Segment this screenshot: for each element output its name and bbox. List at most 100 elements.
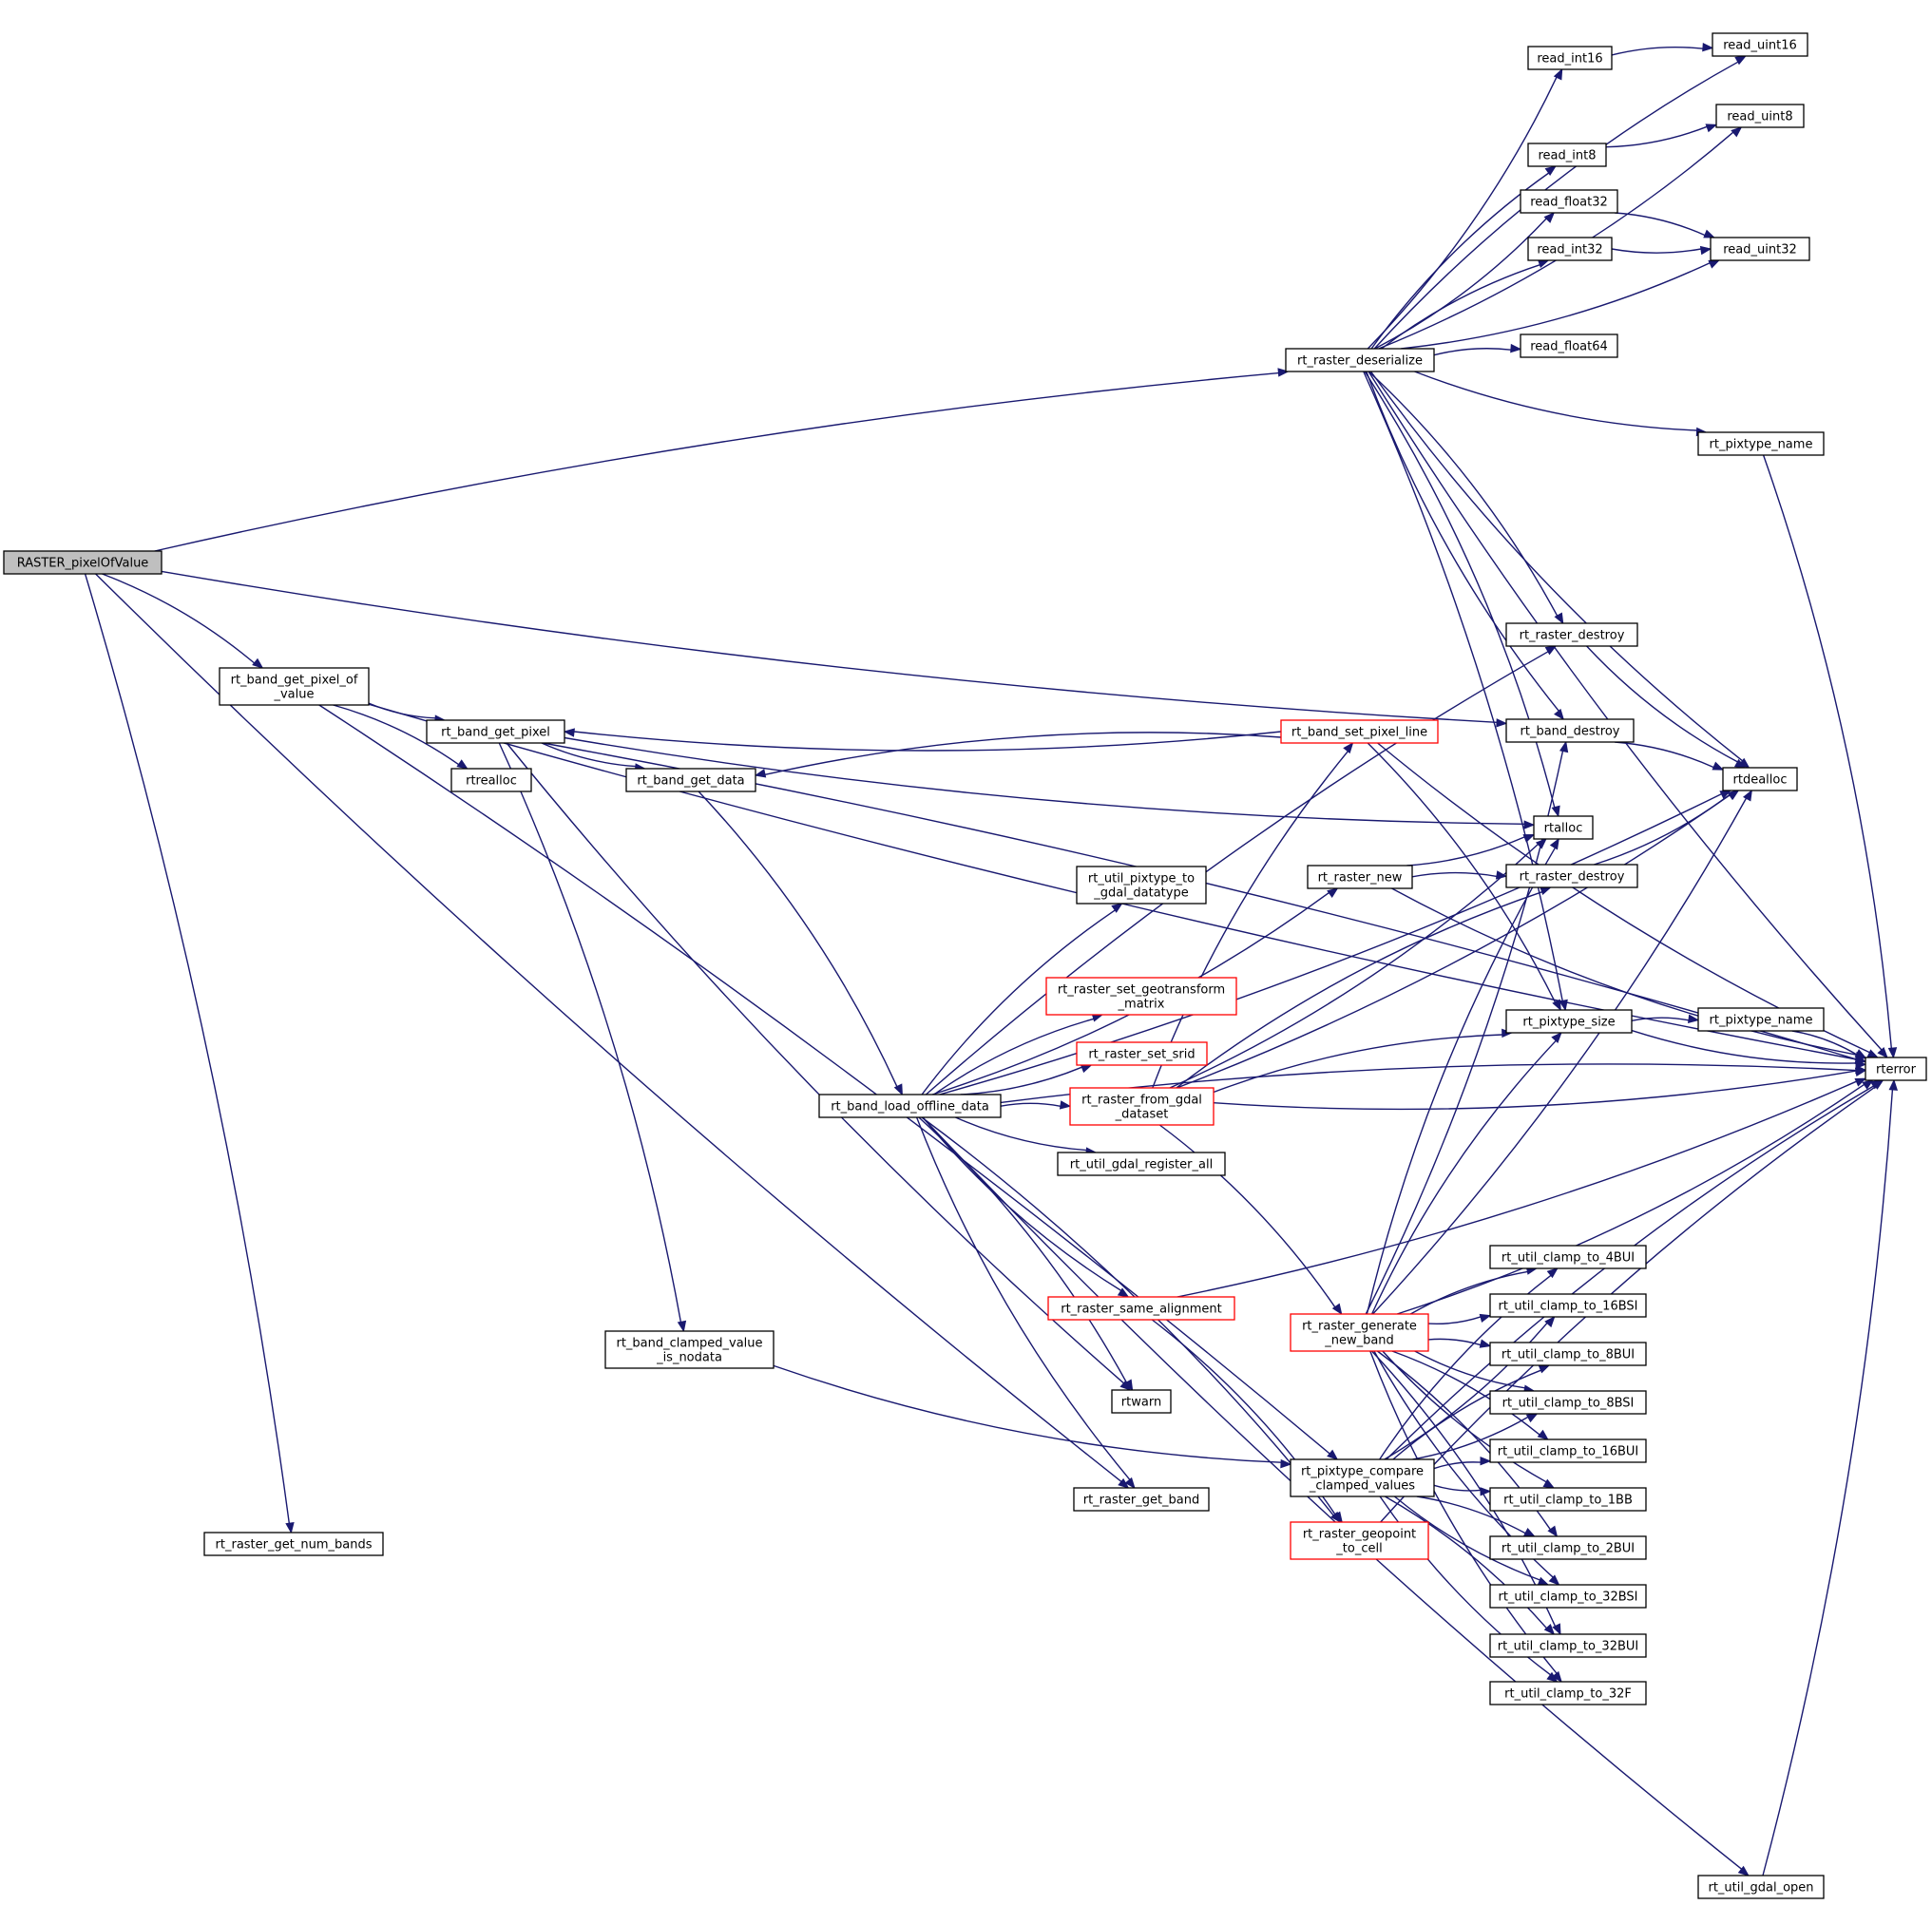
node-box[interactable]: [625, 768, 756, 792]
node-rt_band_load_offline_data[interactable]: rt_band_load_offline_data: [818, 1094, 1002, 1118]
node-rt_raster_get_num_bands[interactable]: rt_raster_get_num_bands: [203, 1532, 384, 1556]
node-rt_raster_generate_new_band[interactable]: rt_raster_generate_new_band: [1290, 1313, 1429, 1352]
node-rt_raster_from_gdal_dataset[interactable]: rt_raster_from_gdal_dataset: [1069, 1087, 1215, 1126]
node-box[interactable]: [1047, 1296, 1235, 1321]
node-box[interactable]: [1076, 1041, 1208, 1066]
node-box[interactable]: [1489, 1633, 1647, 1658]
node-box[interactable]: [1505, 718, 1635, 743]
node-box[interactable]: [1697, 1875, 1825, 1899]
node-rt_raster_destroy_b[interactable]: rt_raster_destroy: [1505, 864, 1638, 888]
node-box[interactable]: [1505, 622, 1638, 647]
node-box[interactable]: [1715, 104, 1805, 128]
node-rt_raster_deserialize[interactable]: rt_raster_deserialize: [1285, 348, 1435, 372]
node-rt_raster_destroy_a[interactable]: rt_raster_destroy: [1505, 622, 1638, 647]
node-box[interactable]: [1533, 815, 1594, 840]
node-rt_util_clamp_to_2BUI[interactable]: rt_util_clamp_to_2BUI: [1489, 1535, 1647, 1560]
node-rt_band_get_data[interactable]: rt_band_get_data: [625, 768, 756, 792]
node-rt_pixtype_name_top[interactable]: rt_pixtype_name: [1697, 431, 1825, 456]
node-rt_util_gdal_register_all[interactable]: rt_util_gdal_register_all: [1057, 1152, 1226, 1176]
node-box[interactable]: [1712, 32, 1808, 57]
node-box[interactable]: [1290, 1313, 1429, 1352]
node-box[interactable]: [1489, 1487, 1647, 1512]
node-rtalloc[interactable]: rtalloc: [1533, 815, 1594, 840]
node-rt_util_clamp_to_1BB[interactable]: rt_util_clamp_to_1BB: [1489, 1487, 1647, 1512]
node-rt_util_clamp_to_16BSI[interactable]: rt_util_clamp_to_16BSI: [1489, 1293, 1647, 1318]
node-box[interactable]: [203, 1532, 384, 1556]
node-box[interactable]: [1489, 1293, 1647, 1318]
node-box[interactable]: [1697, 1007, 1825, 1032]
node-read_uint32[interactable]: read_uint32: [1710, 237, 1810, 261]
node-RASTER_pixelOfValue[interactable]: RASTER_pixelOfValue: [3, 550, 163, 575]
node-read_uint8[interactable]: read_uint8: [1715, 104, 1805, 128]
node-rt_util_clamp_to_4BUI[interactable]: rt_util_clamp_to_4BUI: [1489, 1245, 1647, 1269]
node-rt_raster_same_alignment[interactable]: rt_raster_same_alignment: [1047, 1296, 1235, 1321]
node-rt_util_clamp_to_32BSI[interactable]: rt_util_clamp_to_32BSI: [1489, 1584, 1647, 1609]
node-box[interactable]: [450, 768, 532, 792]
node-box[interactable]: [1505, 864, 1638, 888]
node-rt_band_clamped_value_is_nodata[interactable]: rt_band_clamped_value_is_nodata: [604, 1330, 775, 1369]
node-box[interactable]: [1865, 1057, 1927, 1081]
node-rtrealloc[interactable]: rtrealloc: [450, 768, 532, 792]
node-read_int32[interactable]: read_int32: [1527, 237, 1613, 261]
node-rt_band_destroy[interactable]: rt_band_destroy: [1505, 718, 1635, 743]
node-box[interactable]: [1076, 866, 1207, 905]
node-read_float64[interactable]: read_float64: [1520, 333, 1618, 358]
node-rtwarn[interactable]: rtwarn: [1111, 1389, 1172, 1414]
node-box[interactable]: [1489, 1245, 1647, 1269]
node-box[interactable]: [1111, 1389, 1172, 1414]
node-rtdealloc[interactable]: rtdealloc: [1722, 767, 1798, 791]
node-box[interactable]: [426, 719, 565, 744]
node-rt_util_clamp_to_32F[interactable]: rt_util_clamp_to_32F: [1489, 1681, 1647, 1705]
node-read_float32[interactable]: read_float32: [1520, 189, 1618, 214]
node-read_int16[interactable]: read_int16: [1527, 46, 1613, 70]
node-rt_util_pixtype_to_gdal_datatype[interactable]: rt_util_pixtype_to_gdal_datatype: [1076, 866, 1207, 905]
node-rt_raster_set_srid[interactable]: rt_raster_set_srid: [1076, 1041, 1208, 1066]
node-box[interactable]: [1057, 1152, 1226, 1176]
node-rt_util_clamp_to_16BUI[interactable]: rt_util_clamp_to_16BUI: [1489, 1438, 1647, 1463]
node-rterror[interactable]: rterror: [1865, 1057, 1927, 1081]
node-box[interactable]: [1527, 46, 1613, 70]
node-box[interactable]: [1527, 143, 1607, 167]
node-rt_raster_get_band[interactable]: rt_raster_get_band: [1073, 1487, 1210, 1512]
node-rt_pixtype_name_mid[interactable]: rt_pixtype_name: [1697, 1007, 1825, 1032]
node-box[interactable]: [1285, 348, 1435, 372]
node-box[interactable]: [1489, 1390, 1647, 1415]
node-box[interactable]: [1290, 1458, 1435, 1497]
node-box[interactable]: [1722, 767, 1798, 791]
node-box[interactable]: [1073, 1487, 1210, 1512]
node-box[interactable]: [1280, 719, 1439, 744]
node-rt_util_clamp_to_32BUI[interactable]: rt_util_clamp_to_32BUI: [1489, 1633, 1647, 1658]
node-box[interactable]: [1697, 431, 1825, 456]
node-box[interactable]: [1527, 237, 1613, 261]
node-box[interactable]: [1290, 1521, 1429, 1560]
node-box[interactable]: [1489, 1342, 1647, 1366]
node-rt_band_get_pixel[interactable]: rt_band_get_pixel: [426, 719, 565, 744]
node-rt_util_gdal_open[interactable]: rt_util_gdal_open: [1697, 1875, 1825, 1899]
node-rt_pixtype_compare_clamped_values[interactable]: rt_pixtype_compare_clamped_values: [1290, 1458, 1435, 1497]
node-box[interactable]: [1489, 1438, 1647, 1463]
node-box[interactable]: [1489, 1584, 1647, 1609]
node-rt_raster_set_geotransform_matrix[interactable]: rt_raster_set_geotransform_matrix: [1045, 977, 1237, 1016]
node-rt_band_get_pixel_of_value[interactable]: rt_band_get_pixel_of_value: [219, 667, 370, 706]
node-rt_util_clamp_to_8BUI[interactable]: rt_util_clamp_to_8BUI: [1489, 1342, 1647, 1366]
node-box[interactable]: [1045, 977, 1237, 1016]
node-box[interactable]: [1505, 1009, 1633, 1034]
node-box[interactable]: [1520, 189, 1618, 214]
node-rt_raster_geopoint_to_cell[interactable]: rt_raster_geopoint_to_cell: [1290, 1521, 1429, 1560]
node-rt_util_clamp_to_8BSI[interactable]: rt_util_clamp_to_8BSI: [1489, 1390, 1647, 1415]
node-box[interactable]: [1520, 333, 1618, 358]
node-box[interactable]: [1710, 237, 1810, 261]
node-box[interactable]: [1489, 1535, 1647, 1560]
node-box[interactable]: [1307, 865, 1413, 889]
node-box[interactable]: [3, 550, 163, 575]
node-read_uint16[interactable]: read_uint16: [1712, 32, 1808, 57]
node-box[interactable]: [1489, 1681, 1647, 1705]
node-rt_band_set_pixel_line[interactable]: rt_band_set_pixel_line: [1280, 719, 1439, 744]
node-read_int8[interactable]: read_int8: [1527, 143, 1607, 167]
node-box[interactable]: [604, 1330, 775, 1369]
node-rt_pixtype_size[interactable]: rt_pixtype_size: [1505, 1009, 1633, 1034]
node-box[interactable]: [219, 667, 370, 706]
node-box[interactable]: [818, 1094, 1002, 1118]
node-rt_raster_new[interactable]: rt_raster_new: [1307, 865, 1413, 889]
node-box[interactable]: [1069, 1087, 1215, 1126]
